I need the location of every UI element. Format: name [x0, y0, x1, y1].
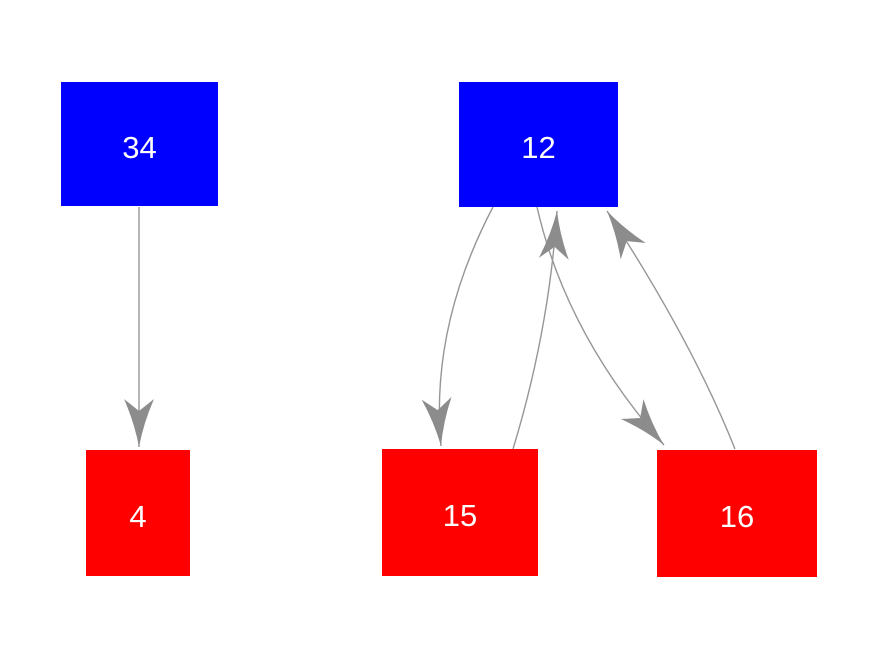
edge-16-12 — [606, 210, 736, 450]
node-16[interactable]: 16 — [657, 450, 817, 577]
edge-16-12-arrowhead — [607, 211, 646, 260]
node-label: 15 — [442, 498, 478, 533]
node-4[interactable]: 4 — [86, 450, 190, 576]
edge-34-4-arrowhead — [124, 399, 154, 447]
edge-12-16 — [536, 206, 665, 446]
edge-12-15-arrowhead — [421, 396, 452, 446]
node-label: 4 — [129, 498, 147, 534]
edge-15-12-arrowhead — [538, 211, 569, 260]
node-label: 12 — [521, 130, 556, 165]
node-12[interactable]: 12 — [459, 82, 618, 207]
node-15[interactable]: 15 — [382, 449, 538, 576]
edge-12-16-arrowhead — [620, 399, 664, 445]
node-label: 16 — [719, 499, 755, 534]
node-label: 34 — [122, 129, 157, 165]
node-34[interactable]: 34 — [61, 82, 218, 206]
